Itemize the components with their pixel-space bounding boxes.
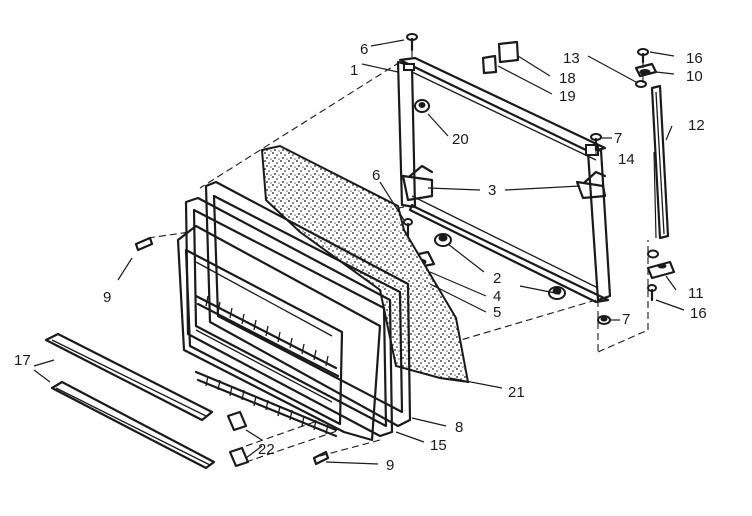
callout-9-bottom: 9: [386, 457, 394, 474]
callout-14: 14: [618, 151, 635, 168]
callout-18: 18: [559, 70, 576, 87]
callout-10: 10: [686, 68, 703, 85]
trim-strips: [44, 332, 216, 470]
hinge-brackets: [401, 164, 607, 202]
callout-11: 11: [688, 285, 704, 302]
trim-end-caps: [226, 410, 250, 468]
callout-6-mid: 6: [372, 167, 380, 184]
callout-12: 12: [688, 117, 705, 134]
callout-21: 21: [508, 384, 525, 401]
callout-7-bottom: 7: [622, 311, 630, 328]
door-shelf-panel: [176, 224, 382, 442]
callout-17: 17: [14, 352, 31, 369]
callout-labels: 1 2 3 4 5 6 6 7 7 8 9 9 10 11 12 13 14 1…: [14, 41, 707, 474]
callout-6-top: 6: [360, 41, 368, 58]
callout-16-bottom: 16: [690, 305, 707, 322]
callout-15: 15: [430, 437, 447, 454]
callout-13: 13: [563, 50, 580, 67]
callout-3: 3: [488, 182, 496, 199]
door-liner: [184, 196, 394, 438]
door-handle-hardware: [634, 48, 676, 302]
screws: [403, 33, 611, 325]
callout-9-left: 9: [103, 289, 111, 306]
door-stops: [434, 233, 566, 300]
callout-8: 8: [455, 419, 463, 436]
callout-1: 1: [350, 62, 358, 79]
tag-plates: [481, 40, 520, 75]
callout-22: 22: [258, 441, 275, 458]
shelf-slats: [194, 294, 340, 438]
leader-lines: [33, 39, 685, 465]
callout-4: 4: [493, 288, 501, 305]
door-screws: [134, 236, 330, 466]
callout-20: 20: [452, 131, 469, 148]
callout-5: 5: [493, 304, 501, 321]
callout-2: 2: [493, 270, 501, 287]
door-gasket: [204, 180, 412, 428]
insulation-pad: [260, 144, 470, 384]
callout-19: 19: [559, 88, 576, 105]
callout-7-top: 7: [614, 130, 622, 147]
callout-16-top: 16: [686, 50, 703, 67]
